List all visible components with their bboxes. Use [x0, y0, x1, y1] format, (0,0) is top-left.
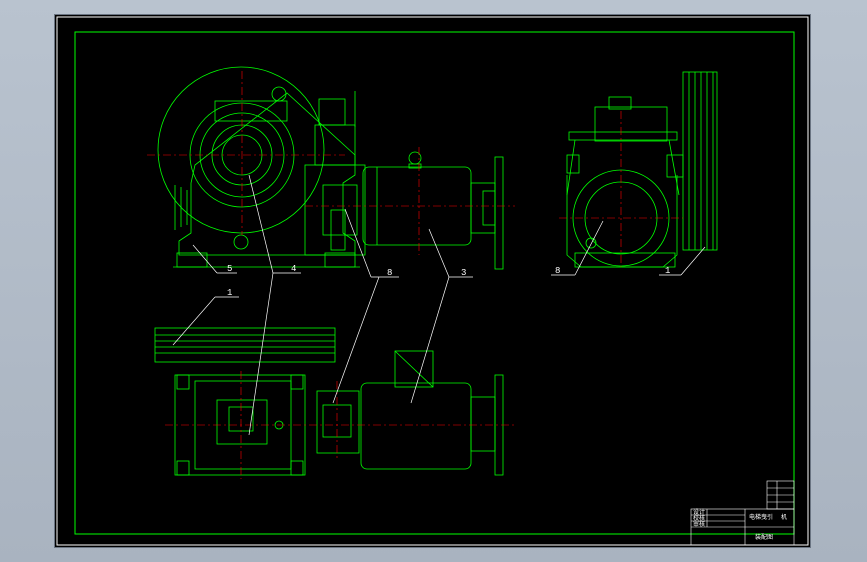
side-base — [574, 252, 676, 268]
tb-row-design: 设计 — [693, 508, 705, 516]
sheave-side-grooves — [682, 71, 718, 251]
side-view — [566, 71, 718, 268]
motor-hub — [482, 190, 496, 226]
side-ribs — [174, 185, 188, 230]
tb-row-check: 校核 — [693, 514, 705, 522]
top-brake — [316, 390, 360, 454]
top-sheave-grooves — [154, 327, 336, 363]
balloon-side-8: 8 — [555, 266, 560, 276]
side-centerlines — [559, 111, 683, 267]
front-view — [157, 66, 504, 270]
balloon-front-3: 3 — [461, 268, 466, 278]
brake-coil — [314, 124, 356, 166]
top-centerlines — [165, 371, 515, 479]
brake-spring — [330, 209, 346, 251]
balloon-top-1: 1 — [227, 288, 232, 298]
tb-row-review: 审核 — [693, 520, 705, 528]
brake-top — [318, 98, 346, 126]
eye-bolt — [271, 86, 287, 102]
tb-name-line-2: 机 — [781, 513, 787, 521]
top-terminal-box — [394, 350, 434, 388]
drawing-sheet: 5 4 8 3 8 1 1 设计 校核 审核 电梯曳引 机 装配图 — [56, 16, 809, 546]
top-corner-lug-br — [290, 460, 304, 476]
gearbox-housing — [178, 92, 356, 256]
side-plug — [585, 237, 597, 249]
balloon-labels: 5 4 8 3 8 1 1 — [227, 264, 670, 298]
drawing-frame — [74, 31, 795, 535]
motor-terminal — [408, 163, 422, 169]
top-view — [154, 327, 504, 476]
balloon-front-5: 5 — [227, 264, 232, 274]
top-inspection-cover — [216, 399, 268, 445]
top-motor — [360, 382, 472, 470]
balloon-front-4: 4 — [291, 264, 296, 274]
sheet-border — [56, 16, 809, 546]
traction-sheave — [157, 66, 325, 234]
top-corner-lug-tl — [176, 374, 190, 390]
tb-sheet-label: 装配图 — [755, 533, 773, 541]
side-brake-cap — [608, 96, 632, 110]
side-brake-arms — [566, 139, 680, 196]
cad-viewport[interactable]: 5 4 8 3 8 1 1 设计 校核 审核 电梯曳引 机 装配图 — [54, 14, 811, 548]
front-centerlines — [147, 71, 515, 255]
leader-lines — [172, 174, 706, 436]
balloon-side-1: 1 — [665, 266, 670, 276]
gearbox-cover — [214, 100, 288, 122]
top-gearbox-inner — [194, 380, 292, 470]
motor-flange — [494, 156, 504, 270]
balloon-front-8: 8 — [387, 268, 392, 278]
tb-name-line-1: 电梯曳引 — [749, 513, 773, 521]
side-terminal — [566, 154, 580, 174]
side-brake-top — [594, 106, 668, 142]
coupling — [322, 184, 358, 236]
sheave-hub — [666, 154, 684, 178]
title-block — [690, 480, 795, 546]
side-brake-bar — [568, 131, 678, 141]
top-corner-lug-bl — [176, 460, 190, 476]
drain-plug — [233, 234, 249, 250]
top-motor-endcap — [470, 396, 496, 452]
top-corner-lug-tr — [290, 374, 304, 390]
